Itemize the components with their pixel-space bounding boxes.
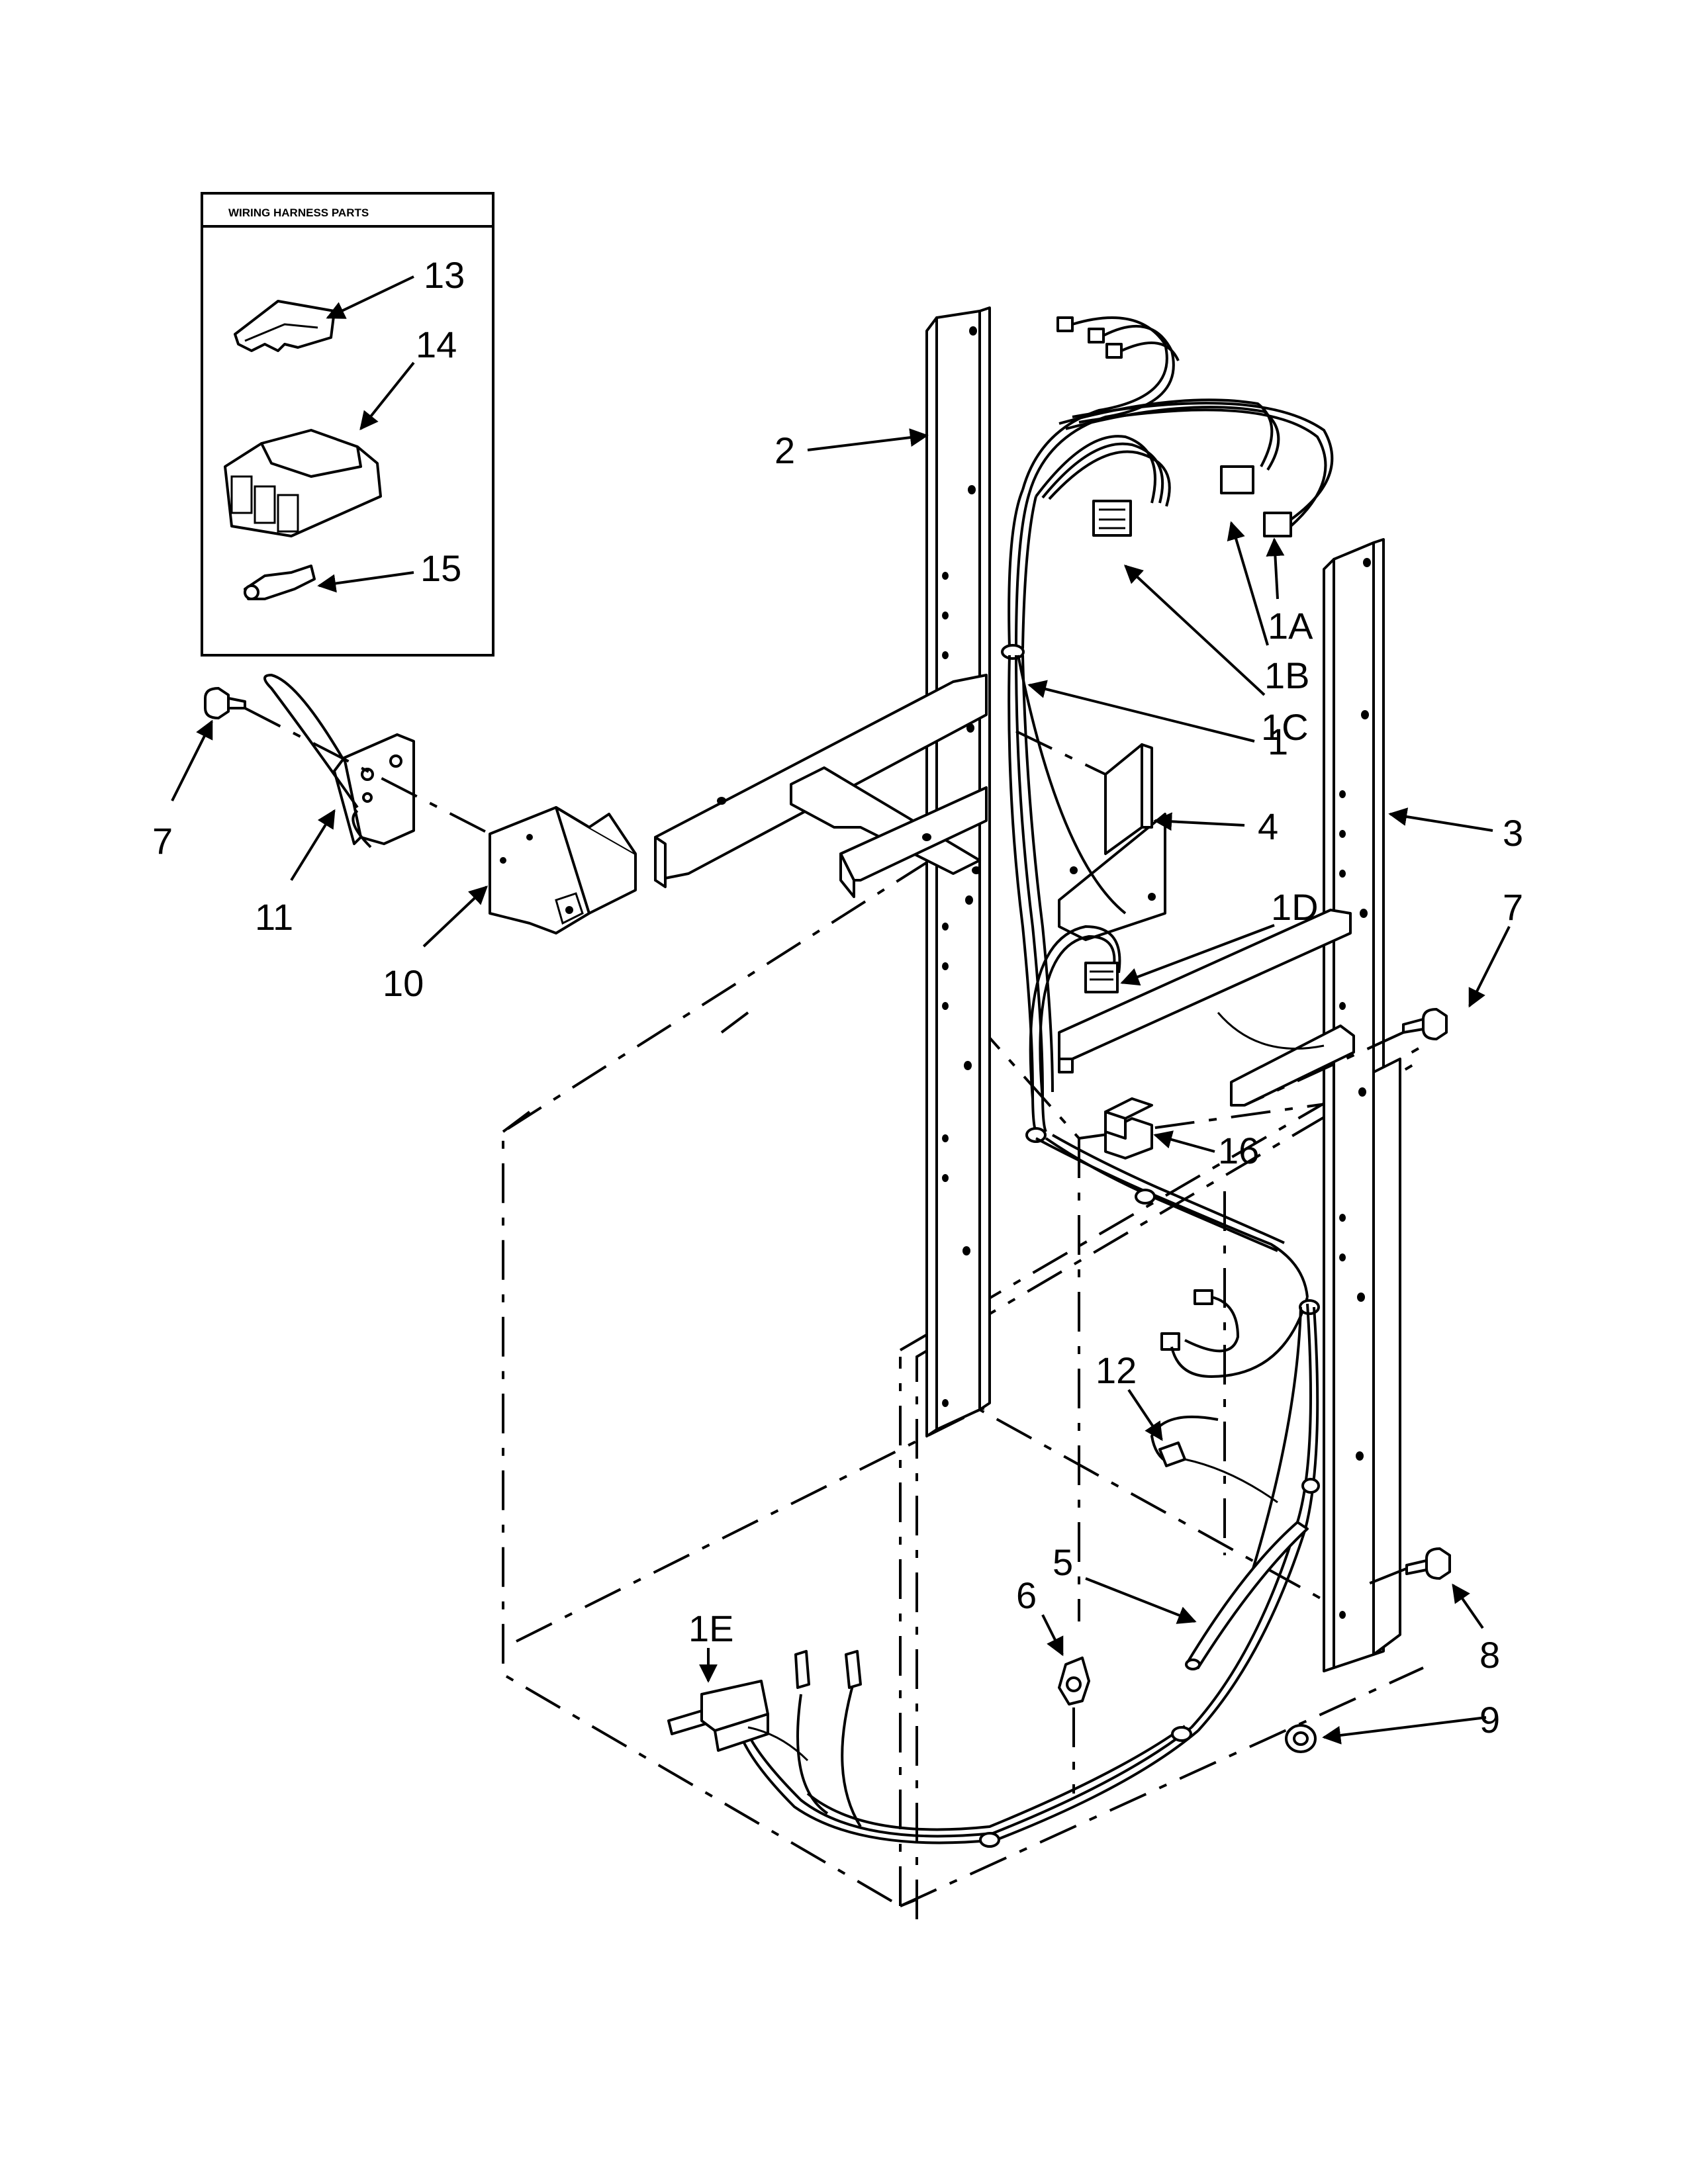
callout-leaders <box>171 428 1511 1745</box>
part-6-clip <box>1058 1657 1090 1706</box>
connector-1D <box>1084 962 1119 993</box>
callout-6: 6 <box>1016 1574 1037 1616</box>
inset-title: WIRING HARNESS PARTS <box>228 206 369 219</box>
callout-12: 12 <box>1096 1349 1137 1391</box>
part-9-nut <box>1285 1724 1317 1753</box>
callout-13: 13 <box>424 254 465 296</box>
callout-1B: 1B <box>1264 655 1310 696</box>
callout-11: 11 <box>255 896 293 938</box>
part-8-screw <box>1405 1547 1451 1580</box>
part-3-right-upright <box>1323 538 1401 1672</box>
callout-1: 1 <box>1268 721 1288 762</box>
part-11-mounting-plate <box>263 673 415 848</box>
part-12-cable-tie <box>1150 1415 1278 1504</box>
callout-7-right: 7 <box>1503 886 1523 928</box>
part-16-foam-pad <box>1104 1097 1153 1160</box>
callout-1D: 1D <box>1271 886 1319 928</box>
callout-16: 16 <box>1218 1130 1259 1171</box>
harness-top-connector-a <box>1056 316 1074 332</box>
callout-7-left: 7 <box>152 820 173 862</box>
callout-4: 4 <box>1258 805 1278 847</box>
lower-cross-brace <box>1058 909 1355 1107</box>
callout-5: 5 <box>1053 1541 1073 1583</box>
callout-8: 8 <box>1479 1634 1500 1676</box>
harness-top-connector-c <box>1105 343 1123 359</box>
part-13-terminal-clip <box>234 300 336 352</box>
part-15-terminal-pin <box>244 565 316 600</box>
connector-1E <box>667 1680 809 1762</box>
connector-1B <box>1220 465 1254 494</box>
connector-1C <box>1092 500 1132 537</box>
callout-2: 2 <box>774 430 795 471</box>
wiring-harness-parts-inset: WIRING HARNESS PARTS 13 14 15 <box>201 192 494 657</box>
part-7-screw-left <box>204 687 246 719</box>
part-1-wiring-harness <box>667 316 1334 1848</box>
harness-top-connector-b <box>1088 328 1105 343</box>
callout-15: 15 <box>420 547 461 589</box>
callout-9: 9 <box>1479 1699 1500 1741</box>
part-10-mounting-bracket <box>489 806 637 934</box>
upper-cross-brace <box>654 674 988 898</box>
connector-1A <box>1263 512 1292 537</box>
callout-10: 10 <box>383 962 424 1004</box>
callout-1C: 1C <box>1261 706 1309 748</box>
callout-3: 3 <box>1503 812 1523 854</box>
callout-14: 14 <box>416 324 457 365</box>
part-7-screw-right <box>1402 1008 1448 1040</box>
part-4-bracket <box>1058 743 1166 941</box>
callout-1E: 1E <box>688 1608 734 1649</box>
part-14-connector-housing <box>224 429 382 537</box>
part-5-tube <box>1185 1521 1309 1670</box>
callout-1A: 1A <box>1268 605 1313 647</box>
